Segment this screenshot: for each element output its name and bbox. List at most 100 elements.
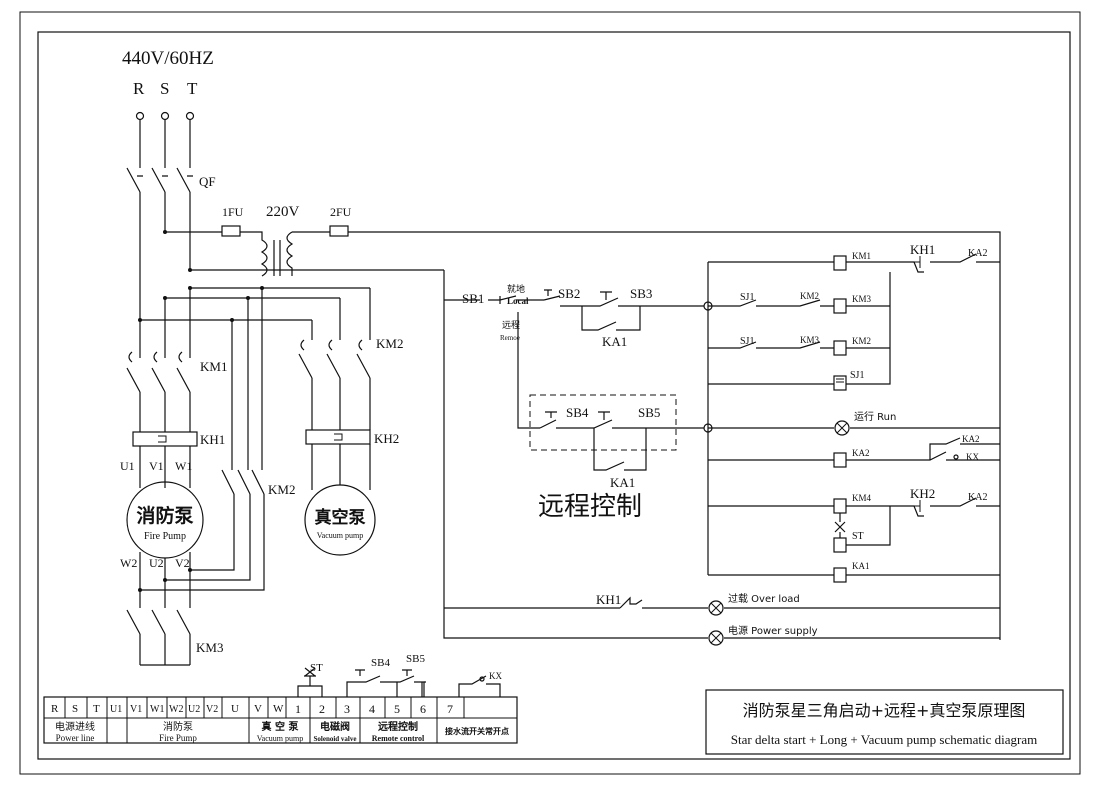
terminal-cell-5: 5 (394, 702, 400, 716)
terminal-cell-6: 6 (420, 702, 426, 716)
group-power-en: Power line (56, 733, 95, 743)
km3-contacts (126, 609, 191, 635)
sb4-label: SB4 (566, 405, 589, 420)
kh2-thermal-relay (305, 429, 371, 445)
group-vacuum-cn: 真 空 泵 (262, 720, 300, 733)
sb4-stop-button (539, 411, 557, 429)
remote-cn-label: 远程 (502, 320, 520, 331)
run-lamp-label: 运行 Run (854, 410, 896, 423)
transformer-voltage: 220V (266, 204, 300, 220)
title-cn: 消防泵星三角启动+远程+真空泵原理图 (743, 701, 1026, 720)
sb5-label: SB5 (638, 405, 660, 420)
km1-contacts (126, 367, 191, 393)
group-solenoid-en: Solenoid valve (314, 735, 357, 743)
qf-breaker (126, 167, 191, 193)
terminal-cell-4: 4 (369, 702, 375, 716)
terminal-cell-v1: V1 (130, 704, 142, 715)
sj1-row3-label: SJ1 (740, 336, 754, 347)
ka1-hold-label: KA1 (602, 334, 627, 349)
vacuum-pump-cn: 真空泵 (315, 507, 366, 528)
overload-lamp-label: 过载 Over load (728, 592, 800, 605)
terminal-w2-label: W2 (120, 556, 137, 570)
terminal-cell-v2: V2 (206, 704, 218, 715)
kh1-thermal-relay (132, 431, 198, 447)
qf-label: QF (199, 174, 216, 189)
km2-vacuum-contacts (298, 353, 371, 379)
vacuum-pump-motor (304, 484, 376, 556)
km1-coil-label: KM1 (852, 251, 871, 261)
run-lamp (834, 420, 850, 436)
terminal-cell-1: 1 (295, 702, 301, 716)
ka2-aux-label: KA2 (962, 434, 980, 444)
kx-terminal-label: KX (489, 671, 502, 681)
sb1-selector-switch (488, 295, 517, 304)
title-block (705, 689, 1064, 755)
km3-coil-label: KM3 (852, 294, 872, 304)
kh1-control-contact (914, 256, 921, 268)
sb3-label: SB3 (630, 286, 652, 301)
km4-coil (833, 498, 847, 514)
km2-delta-contacts (221, 469, 265, 495)
phase-t-label: T (187, 79, 198, 98)
group-remote-cn: 远程控制 (378, 720, 418, 733)
km2-vacuum-label: KM2 (376, 336, 403, 351)
terminal-u1-label: U1 (120, 459, 135, 473)
remote-control-box (529, 394, 677, 451)
terminal-w1-label: W1 (175, 459, 192, 473)
sj1-timer-coil (833, 375, 847, 391)
st-terminal-label: ST (310, 662, 323, 674)
ka2-row1-label: KA2 (968, 248, 987, 259)
ka1-coil (833, 567, 847, 583)
terminal-strip (43, 696, 518, 744)
group-waterflow-cn: 接水流开关常开点 (445, 726, 509, 736)
ka1-remote-label: KA1 (610, 475, 635, 490)
group-firepump-en: Fire Pump (159, 733, 197, 743)
vacuum-pump-en: Vacuum pump (317, 531, 363, 540)
ka2-row-km4-label: KA2 (968, 492, 987, 503)
kh2-control-label: KH2 (910, 486, 935, 501)
fuse-1fu (221, 225, 241, 237)
sb1-label: SB1 (462, 291, 484, 306)
group-remote-en: Remote control (372, 734, 425, 743)
terminal-t (185, 111, 195, 121)
sb4-sb5-terminal-device (346, 669, 425, 697)
sb2-label: SB2 (558, 286, 580, 301)
terminal-cell-t: T (93, 703, 100, 715)
terminal-v1-label: V1 (149, 459, 164, 473)
power-lamp (708, 630, 724, 646)
km2-delta-label: KM2 (268, 482, 295, 497)
terminal-cell-w: W (273, 703, 284, 715)
ka2-coil-label: KA2 (852, 448, 870, 458)
kh2-control-contact (914, 500, 921, 512)
terminal-cell-r: R (51, 703, 59, 715)
terminal-cell-u1: U1 (110, 704, 122, 715)
terminal-cell-u2: U2 (188, 704, 200, 715)
local-en-label: Local (507, 296, 529, 306)
km1-label: KM1 (200, 359, 227, 374)
km3-label: KM3 (196, 640, 223, 655)
st-label: ST (852, 531, 864, 542)
sb4-terminal-label: SB4 (371, 657, 390, 669)
terminal-cell-s: S (72, 703, 78, 715)
sb3-start-button (600, 291, 612, 300)
remote-en-label: Remoe (500, 334, 520, 342)
km2-coil (833, 340, 847, 356)
phase-r-label: R (133, 79, 145, 98)
terminal-cell-w1: W1 (150, 704, 164, 715)
sb5-start-button (598, 411, 610, 420)
title-en: Star delta start + Long + Vacuum pump sc… (731, 732, 1037, 747)
km3-coil (833, 298, 847, 314)
kh1-label: KH1 (200, 432, 225, 447)
remote-control-title: 远程控制 (538, 492, 642, 522)
terminal-cell-v: V (254, 703, 262, 715)
terminal-cell-2: 2 (319, 702, 325, 716)
ka2-coil (833, 452, 847, 468)
inner-frame (37, 31, 1071, 760)
ka1-hold-contact (581, 306, 641, 331)
sj1-row2-label: SJ1 (740, 292, 754, 303)
ka1-remote-hold-contact (593, 428, 647, 471)
fuse-2fu (329, 225, 349, 237)
kx-terminal-device (458, 675, 501, 697)
km4-coil-label: KM4 (852, 493, 872, 503)
